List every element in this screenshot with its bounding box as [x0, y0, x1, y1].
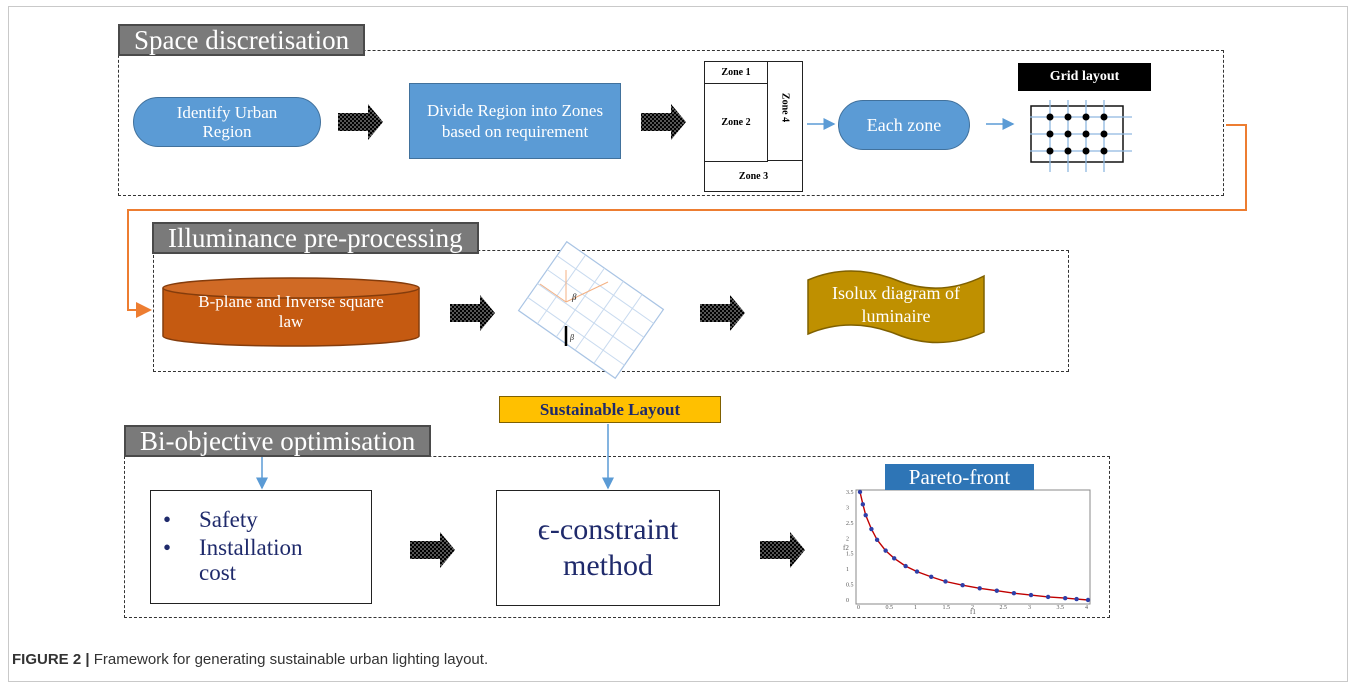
- space-discretisation-title: Space discretisation: [118, 24, 366, 56]
- grid-layout-label: Grid layout: [1018, 63, 1151, 91]
- objectives-box: •Safety •Installation cost: [150, 490, 372, 604]
- divide-region-node: Divide Region into Zones based on requir…: [409, 83, 621, 159]
- zone-3: Zone 3: [738, 170, 769, 182]
- identify-urban-region-node: Identify Urban Region: [133, 97, 321, 147]
- objective-safety: •Safety: [163, 507, 258, 532]
- zone-2: Zone 2: [705, 84, 768, 161]
- figure-frame: [8, 6, 1348, 682]
- pareto-front-label: Pareto-front: [885, 464, 1034, 490]
- optimisation-panel: [124, 456, 1110, 618]
- caption-label: FIGURE 2 |: [12, 651, 90, 668]
- caption-text: Framework for generating sustainable urb…: [93, 651, 489, 668]
- optimisation-title: Bi-objective optimisation: [124, 425, 432, 457]
- zone-1: Zone 1: [705, 62, 768, 84]
- illuminance-title: Illuminance pre-processing: [152, 222, 479, 254]
- zone-4: Zone 4: [768, 62, 802, 161]
- each-zone-node: Each zone: [838, 100, 970, 150]
- sustainable-layout-label: Sustainable Layout: [499, 396, 721, 423]
- objective-installation-cost: •Installation cost: [163, 535, 303, 585]
- bplane-label: B-plane and Inverse square law: [198, 292, 384, 331]
- bullet-icon: •: [163, 507, 172, 532]
- isolux-label: Isolux diagram of luminaire: [832, 283, 960, 326]
- epsilon-constraint-node: ϵ-constraint method: [496, 490, 720, 606]
- zone-layout: Zone 1 Zone 2 Zone 4 Zone 3: [704, 61, 803, 192]
- figure-caption: FIGURE 2 | Framework for generating sust…: [12, 651, 488, 668]
- bullet-icon: •: [163, 535, 172, 560]
